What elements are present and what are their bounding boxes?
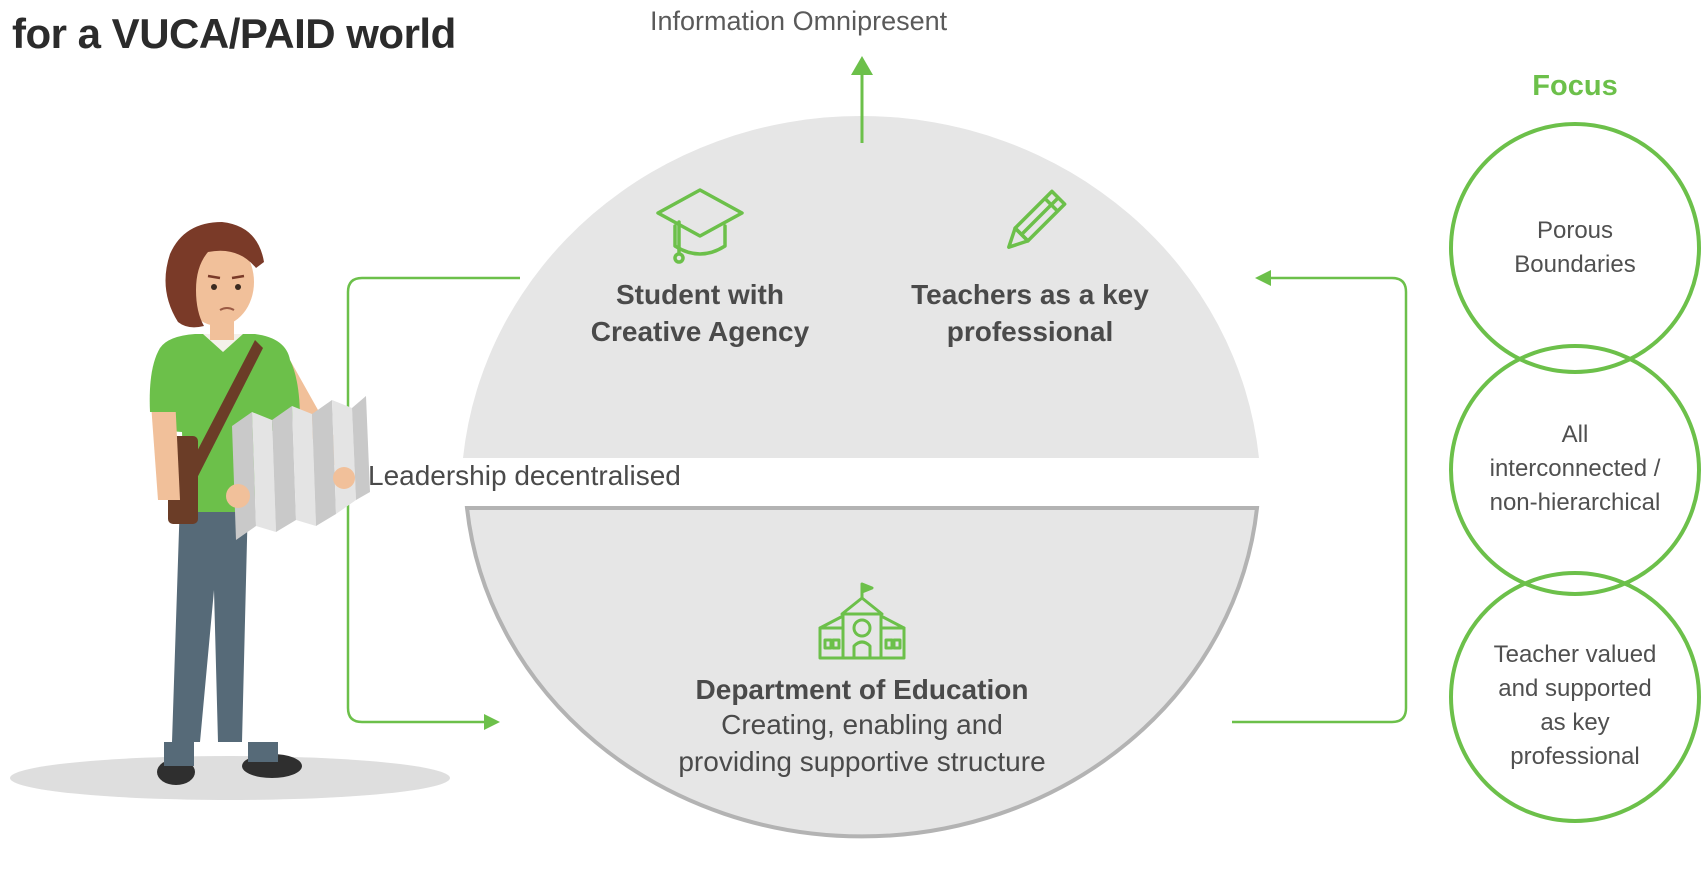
department-title: Department of Education	[695, 674, 1029, 705]
department-node-label: Department of Education Creating, enabli…	[612, 674, 1112, 780]
focus-1-line-1: Porous	[1536, 217, 1614, 244]
focus-1-line-2: Boundaries	[1514, 251, 1636, 278]
focus-circle-1-text: Porous Boundaries	[1465, 214, 1685, 282]
student-label-line1: Student with	[616, 279, 784, 310]
right-loop-arrow-head	[1255, 270, 1271, 286]
focus-3-line-2: and supported	[1498, 675, 1652, 702]
focus-title: Focus	[1532, 70, 1618, 102]
pencil-icon	[1007, 189, 1067, 249]
leadership-decentralised-label: Leadership decentralised	[368, 460, 681, 491]
department-line2: providing supportive structure	[678, 746, 1046, 777]
teachers-label-line2: professional	[946, 316, 1114, 347]
ground-shadow	[10, 756, 450, 800]
student-illustration	[10, 222, 450, 800]
focus-2-line-3: non-hierarchical	[1489, 489, 1661, 516]
focus-3-line-4: professional	[1510, 743, 1640, 770]
department-line1: Creating, enabling and	[721, 709, 1003, 740]
school-building-icon	[818, 582, 906, 660]
student-node-label: Student with Creative Agency	[560, 276, 840, 350]
left-loop-arrow-head	[484, 714, 500, 730]
page-title: for a VUCA/PAID world	[12, 10, 456, 57]
focus-circle-1	[1449, 122, 1701, 374]
focus-circle-3	[1449, 571, 1701, 823]
focus-2-line-1: All	[1561, 421, 1589, 448]
top-arrow-head	[851, 56, 873, 75]
graduation-cap-icon	[656, 188, 744, 264]
information-omnipresent-label: Information Omnipresent	[650, 6, 948, 36]
focus-circle-2-text: All interconnected / non-hierarchical	[1455, 418, 1695, 520]
teachers-label-line1: Teachers as a key	[911, 279, 1149, 310]
focus-circle-3-text: Teacher valued and supported as key prof…	[1465, 638, 1685, 774]
student-label-line2: Creative Agency	[590, 316, 810, 347]
right-loop-line	[1232, 276, 1408, 724]
lower-semicircle	[464, 506, 1260, 839]
focus-circle-2	[1449, 344, 1701, 596]
focus-3-line-1: Teacher valued	[1493, 641, 1657, 668]
focus-3-line-3: as key	[1540, 709, 1610, 736]
teachers-node-label: Teachers as a key professional	[880, 276, 1180, 350]
focus-2-line-2: interconnected /	[1489, 455, 1661, 482]
